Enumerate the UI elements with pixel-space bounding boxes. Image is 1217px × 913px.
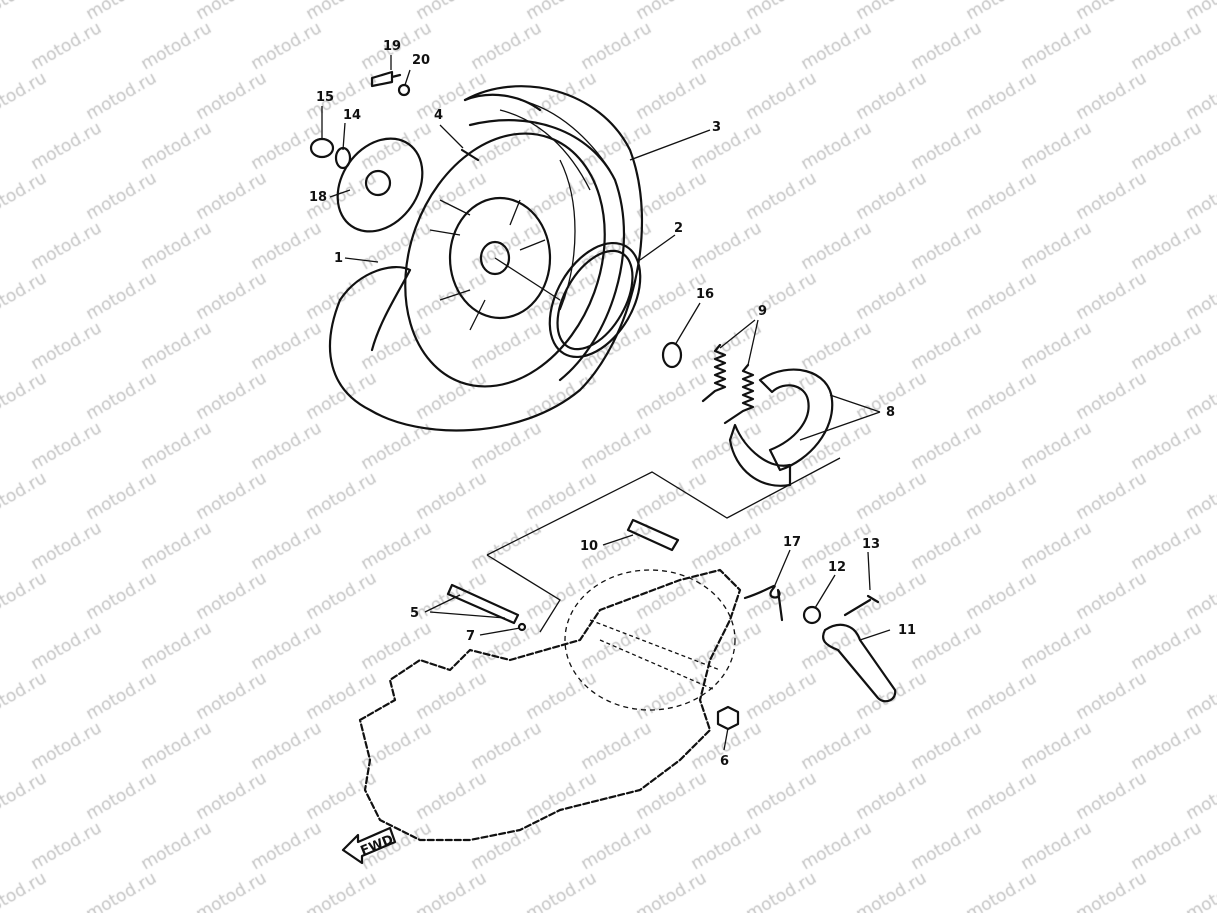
assembly-outline (486, 457, 841, 633)
washer (334, 146, 352, 170)
crankcase (358, 568, 742, 842)
fwd-direction-arrow: FWD (341, 826, 397, 865)
part-label-10: 10 (580, 539, 598, 554)
part-label-13: 13 (862, 537, 880, 552)
bolt-13 (843, 594, 880, 617)
part-label-9: 9 (758, 304, 767, 319)
hub-cover-center (364, 169, 392, 197)
part-label-11: 11 (898, 623, 916, 638)
o-ring (517, 622, 527, 632)
small-washer (397, 83, 411, 97)
part-label-3: 3 (712, 120, 721, 135)
spring-1 (701, 343, 727, 403)
rim-band (548, 241, 642, 359)
brake-cam (626, 518, 680, 552)
part-label-2: 2 (674, 221, 683, 236)
axle-nut (716, 705, 740, 731)
part-label-4: 4 (434, 108, 443, 123)
leader-lines (321, 55, 891, 751)
part-label-7: 7 (466, 629, 475, 644)
bolt (370, 70, 402, 88)
part-label-14: 14 (343, 108, 361, 123)
tire (328, 85, 644, 432)
part-label-16: 16 (696, 287, 714, 302)
part-label-1: 1 (334, 251, 343, 266)
nut (309, 137, 335, 159)
part-label-15: 15 (316, 90, 334, 105)
part-label-5: 5 (410, 606, 419, 621)
part-label-18: 18 (309, 190, 327, 205)
brake-lever (822, 623, 897, 703)
valve (460, 148, 480, 162)
part-label-20: 20 (412, 53, 430, 68)
part-label-12: 12 (828, 560, 846, 575)
part-label-8: 8 (886, 405, 895, 420)
rim-band-inner (556, 249, 634, 351)
part-label-19: 19 (383, 39, 401, 54)
return-spring (743, 584, 784, 622)
ring (661, 341, 683, 369)
washer-12 (802, 605, 822, 625)
axle-shaft (446, 583, 520, 625)
part-label-6: 6 (720, 754, 729, 769)
spring-2 (723, 363, 755, 425)
hub-cover (336, 137, 424, 233)
fwd-label: FWD (358, 832, 395, 859)
wheel-rim (404, 132, 606, 388)
part-label-17: 17 (783, 535, 801, 550)
